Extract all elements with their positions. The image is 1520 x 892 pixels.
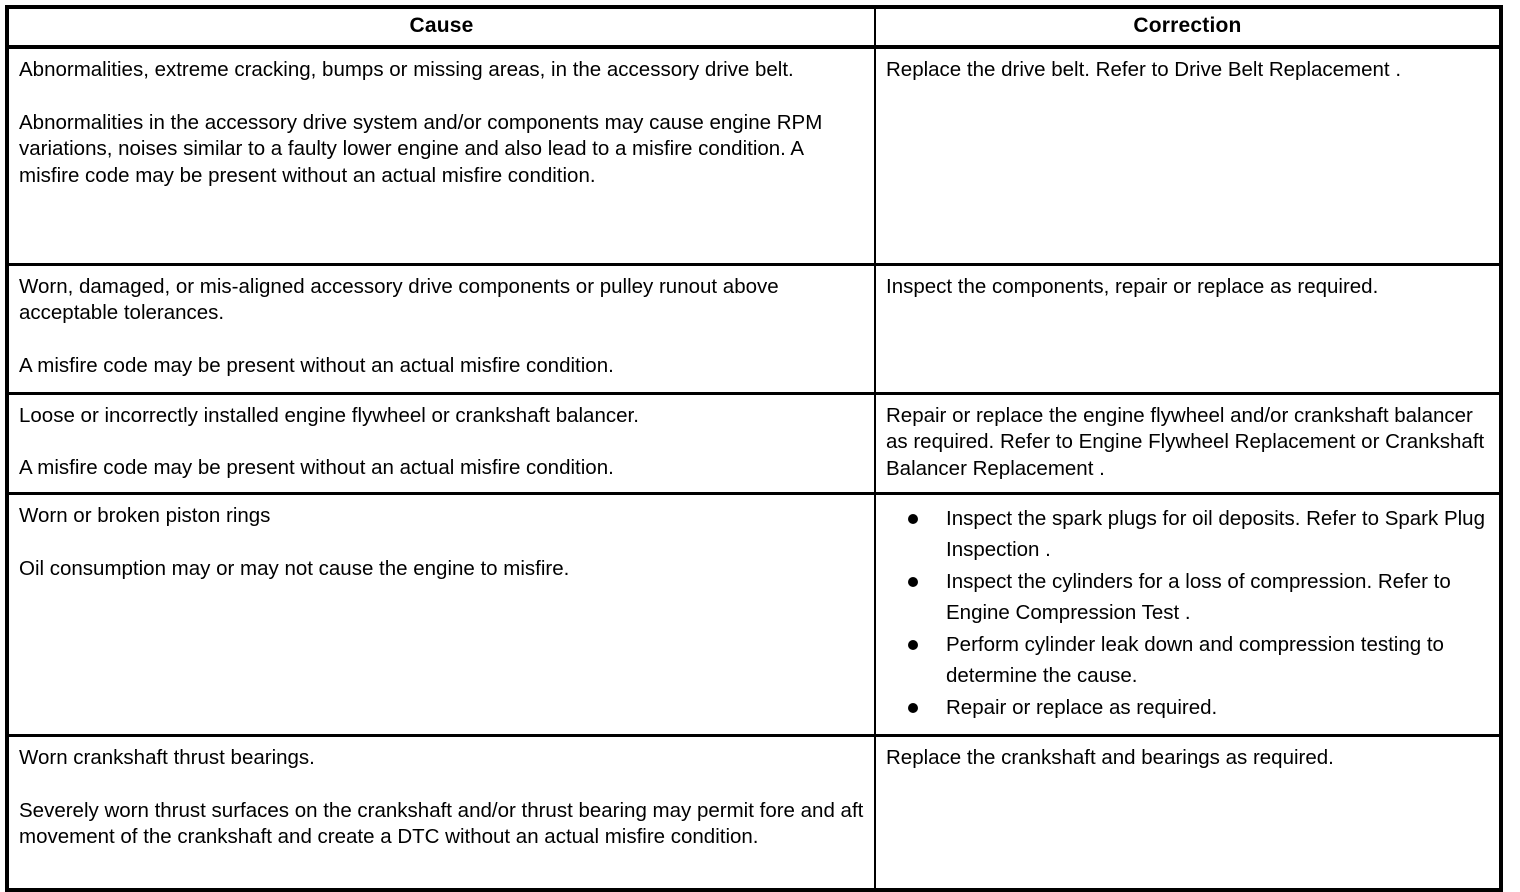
list-item: Perform cylinder leak down and compressi… <box>908 629 1489 691</box>
list-item-label: Perform cylinder leak down and compressi… <box>946 633 1444 687</box>
cause-correction-table: Cause Correction Abnormalities, extreme … <box>5 5 1503 892</box>
correction-text-group: Repair or replace the engine flywheel an… <box>886 403 1489 483</box>
cell-correction: Repair or replace the engine flywheel an… <box>875 393 1501 495</box>
column-header-correction: Correction <box>875 7 1501 49</box>
cell-correction: Replace the crankshaft and bearings as r… <box>875 736 1501 890</box>
cell-cause: Worn, damaged, or mis-aligned accessory … <box>7 264 876 395</box>
table-row: Worn crankshaft thrust bearings. Severel… <box>7 735 1501 890</box>
cause-text-group: Worn crankshaft thrust bearings. Severel… <box>19 745 864 851</box>
table-row: Worn, damaged, or mis-aligned accessory … <box>7 264 1501 395</box>
cell-cause: Loose or incorrectly installed engine fl… <box>7 393 876 495</box>
list-item: Repair or replace as required. <box>908 692 1489 723</box>
bullet-icon <box>908 640 918 650</box>
correction-paragraph: Replace the crankshaft and bearings as r… <box>886 746 1334 769</box>
correction-paragraph: Replace the drive belt. Refer to Drive B… <box>886 58 1402 81</box>
cell-cause: Abnormalities, extreme cracking, bumps o… <box>7 47 876 266</box>
correction-paragraph: Inspect the components, repair or replac… <box>886 274 1379 298</box>
cause-paragraph: A misfire code may be present without an… <box>19 456 614 479</box>
cause-paragraph: Worn, damaged, or mis-aligned accessory … <box>19 274 779 325</box>
table-body: Abnormalities, extreme cracking, bumps o… <box>7 47 1501 890</box>
cause-text-group: Abnormalities, extreme cracking, bumps o… <box>19 57 864 189</box>
correction-paragraph: Repair or replace the engine flywheel an… <box>886 403 1485 480</box>
list-item: Inspect the spark plugs for oil deposits… <box>908 503 1489 565</box>
table-row: Worn or broken piston rings Oil consumpt… <box>7 493 1501 737</box>
cell-correction: Inspect the spark plugs for oil deposits… <box>875 493 1501 737</box>
cause-text-group: Worn, damaged, or mis-aligned accessory … <box>19 274 864 380</box>
cause-paragraph: Severely worn thrust surfaces on the cra… <box>19 798 864 849</box>
list-item-label: Repair or replace as required. <box>946 696 1218 719</box>
cause-text-group: Worn or broken piston rings Oil consumpt… <box>19 503 864 582</box>
bullet-icon <box>908 577 918 587</box>
cause-paragraph: Abnormalities in the accessory drive sys… <box>19 110 823 187</box>
cell-cause: Worn crankshaft thrust bearings. Severel… <box>7 735 876 890</box>
bullet-icon <box>908 703 918 713</box>
correction-bullet-list: Inspect the spark plugs for oil deposits… <box>886 503 1489 723</box>
table-header-row: Cause Correction <box>7 7 1501 49</box>
cell-cause: Worn or broken piston rings Oil consumpt… <box>7 493 876 737</box>
cause-paragraph: A misfire code may be present without an… <box>19 353 614 377</box>
correction-text-group: Replace the crankshaft and bearings as r… <box>886 745 1489 772</box>
cause-paragraph: Loose or incorrectly installed engine fl… <box>19 403 639 427</box>
list-item: Inspect the cylinders for a loss of comp… <box>908 566 1489 628</box>
column-header-cause: Cause <box>7 7 876 49</box>
correction-text-group: Inspect the components, repair or replac… <box>886 274 1489 301</box>
correction-text-group: Replace the drive belt. Refer to Drive B… <box>886 57 1489 84</box>
cause-paragraph: Abnormalities, extreme cracking, bumps o… <box>19 58 794 81</box>
list-item-label: Inspect the spark plugs for oil deposits… <box>946 507 1485 561</box>
cause-paragraph: Worn or broken piston rings <box>19 504 271 527</box>
table-row: Loose or incorrectly installed engine fl… <box>7 393 1501 495</box>
cause-text-group: Loose or incorrectly installed engine fl… <box>19 403 864 482</box>
cell-correction: Replace the drive belt. Refer to Drive B… <box>875 47 1501 266</box>
bullet-icon <box>908 514 918 524</box>
list-item-label: Inspect the cylinders for a loss of comp… <box>946 570 1451 624</box>
cell-correction: Inspect the components, repair or replac… <box>875 264 1501 395</box>
table-header: Cause Correction <box>7 7 1501 49</box>
cause-paragraph: Worn crankshaft thrust bearings. <box>19 746 315 769</box>
table-row: Abnormalities, extreme cracking, bumps o… <box>7 47 1501 266</box>
cause-paragraph: Oil consumption may or may not cause the… <box>19 556 570 580</box>
